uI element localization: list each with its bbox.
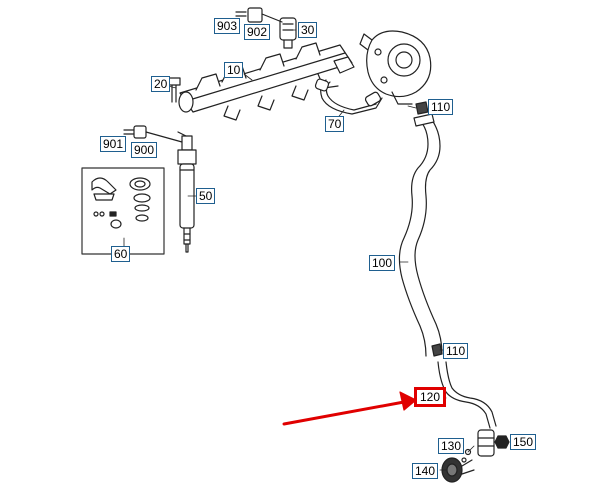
label-50[interactable]: 50: [196, 188, 216, 204]
seal-kit-60: [81, 167, 165, 255]
pointer-arrow: [282, 391, 417, 426]
label-60[interactable]: 60: [111, 246, 131, 262]
sensor-connector: [235, 7, 283, 23]
pressure-sensor: [279, 17, 297, 49]
high-pressure-pump: [359, 30, 432, 105]
fuel-line-120: [437, 361, 497, 429]
fuel-line-70: [314, 78, 383, 115]
label-902[interactable]: 902: [244, 24, 271, 40]
label-901[interactable]: 901: [100, 136, 127, 152]
fitting-130: [461, 429, 495, 463]
label-10[interactable]: 10: [224, 62, 244, 78]
label-903[interactable]: 903: [214, 18, 241, 34]
label-20[interactable]: 20: [151, 76, 171, 92]
label-900[interactable]: 900: [131, 142, 158, 158]
label-70[interactable]: 70: [325, 116, 345, 132]
label-110-lower[interactable]: 110: [443, 343, 469, 359]
label-30[interactable]: 30: [298, 22, 318, 38]
label-130[interactable]: 130: [438, 438, 465, 454]
label-110-upper[interactable]: 110: [428, 99, 454, 115]
clamp-110-lower: [431, 343, 443, 357]
label-150[interactable]: 150: [510, 434, 537, 450]
fuel-line-100: [398, 113, 443, 357]
label-120-highlighted[interactable]: 120: [414, 387, 447, 407]
damper-140: [441, 457, 475, 483]
injector-50: [177, 131, 197, 253]
label-100[interactable]: 100: [369, 255, 396, 271]
injector-connector: [123, 125, 183, 143]
clamp-110-upper: [415, 101, 429, 115]
label-140[interactable]: 140: [412, 463, 439, 479]
fuel-rail: [178, 42, 355, 121]
